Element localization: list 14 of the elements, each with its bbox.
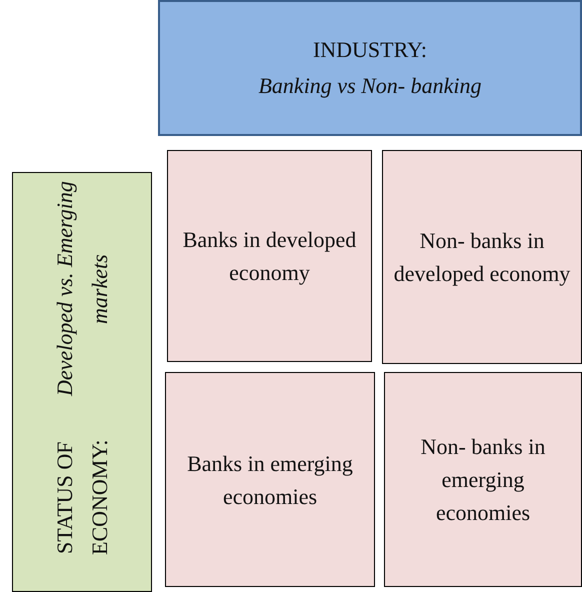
matrix-cell (384, 372, 582, 587)
matrix-cell (382, 150, 582, 364)
cell-text: Banks in emerging economies (186, 450, 354, 510)
side-subtitle: Developed vs. Emerging markets (50, 180, 113, 398)
cell-text: Non- banks in emerging economies (420, 433, 546, 527)
matrix-cell (167, 150, 372, 362)
side-header-box (12, 172, 152, 592)
matrix-cell (165, 372, 375, 587)
cell-text: Banks in developed economy (182, 226, 358, 287)
cell-text: Non- banks in developed economy (392, 227, 572, 288)
header-subtitle: Banking vs Non- banking (257, 73, 483, 99)
header-box (158, 0, 582, 136)
side-title: STATUS OF ECONOMY: (50, 439, 113, 558)
header-title: INDUSTRY: (312, 37, 428, 63)
